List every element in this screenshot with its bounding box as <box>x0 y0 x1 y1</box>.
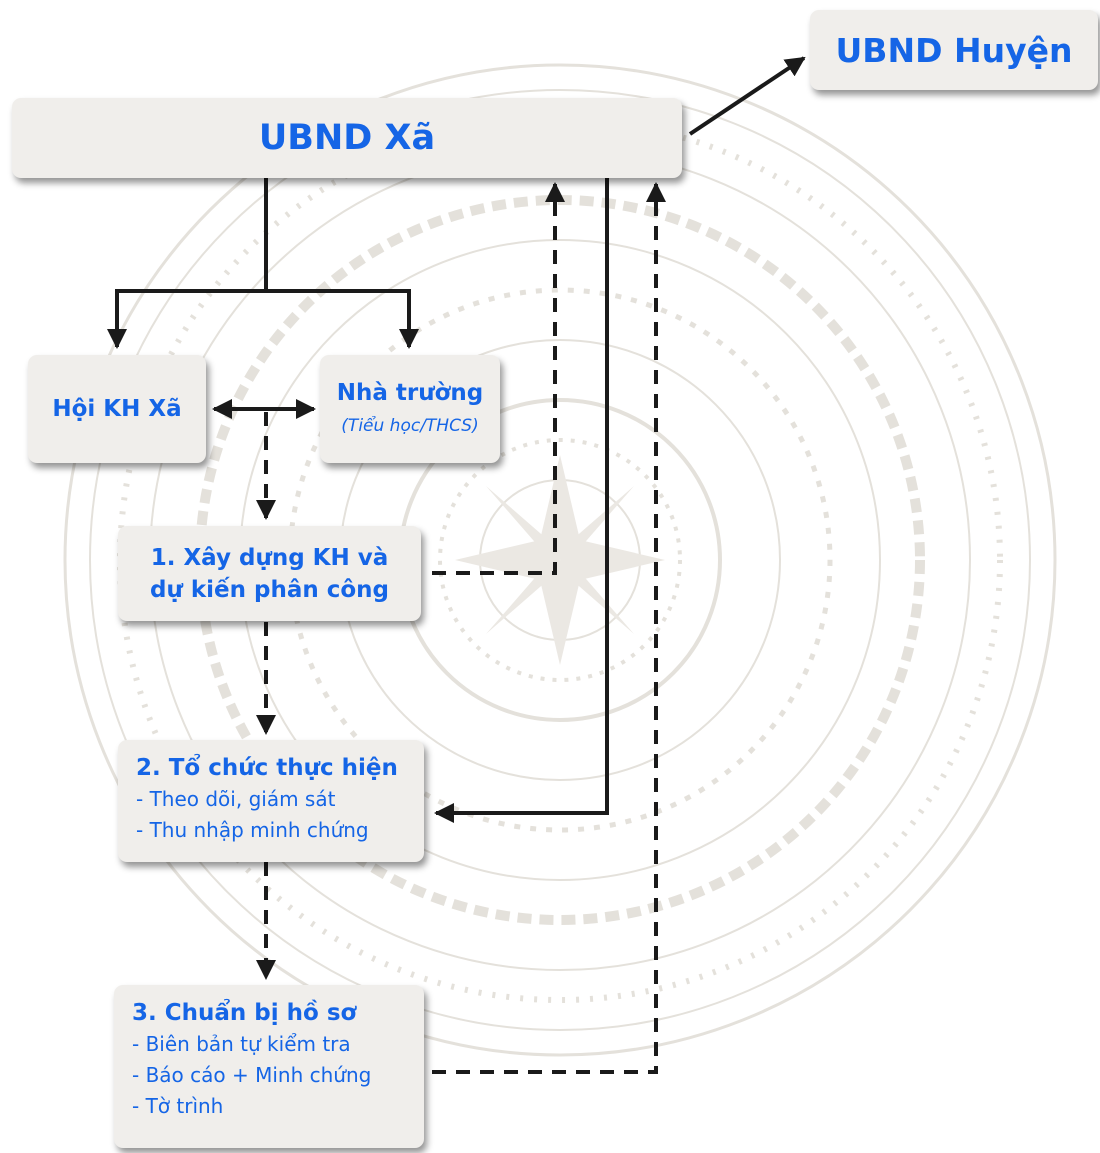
node-step1-line1: 1. Xây dựng KH và <box>150 544 389 571</box>
node-hoi-kh-xa: Hội KH Xã <box>28 355 206 463</box>
node-step2: 2. Tổ chức thực hiện - Theo dõi, giám sá… <box>118 740 424 862</box>
node-step3: 3. Chuẩn bị hồ sơ - Biên bản tự kiểm tra… <box>114 985 424 1148</box>
node-nha-truong-label: Nhà trường <box>336 380 484 406</box>
edge-xa-to-truong <box>266 289 419 349</box>
edge-xa-to-huyen <box>688 56 806 136</box>
node-step3-item: - Tờ trình <box>132 1094 224 1118</box>
node-step3-item: - Biên bản tự kiểm tra <box>132 1032 351 1056</box>
node-nha-truong: Nhà trường (Tiểu học/THCS) <box>320 355 500 463</box>
edge-xa-to-hoi <box>107 289 266 349</box>
node-step3-title: 3. Chuẩn bị hồ sơ <box>132 1000 357 1026</box>
node-ubnd-xa-label: UBND Xã <box>258 118 436 158</box>
node-ubnd-huyen: UBND Huyện <box>810 10 1098 90</box>
node-step1: 1. Xây dựng KH và dự kiến phân công <box>118 526 421 621</box>
edge-xa-to-step2 <box>434 178 609 823</box>
node-hoi-kh-xa-label: Hội KH Xã <box>52 396 182 422</box>
edge-step1-to-xa <box>432 182 565 575</box>
node-step2-title: 2. Tổ chức thực hiện <box>136 755 398 781</box>
node-step3-item: - Báo cáo + Minh chứng <box>132 1063 372 1087</box>
node-step2-item: - Thu nhập minh chứng <box>136 818 369 842</box>
edge-step3-to-xa <box>432 182 666 1074</box>
node-step2-item: - Theo dõi, giám sát <box>136 787 336 811</box>
node-step1-line2: dự kiến phân công <box>149 576 390 603</box>
node-ubnd-huyen-label: UBND Huyện <box>835 30 1073 70</box>
node-ubnd-xa: UBND Xã <box>12 98 682 178</box>
node-nha-truong-sublabel: (Tiểu học/THCS) <box>341 416 479 436</box>
